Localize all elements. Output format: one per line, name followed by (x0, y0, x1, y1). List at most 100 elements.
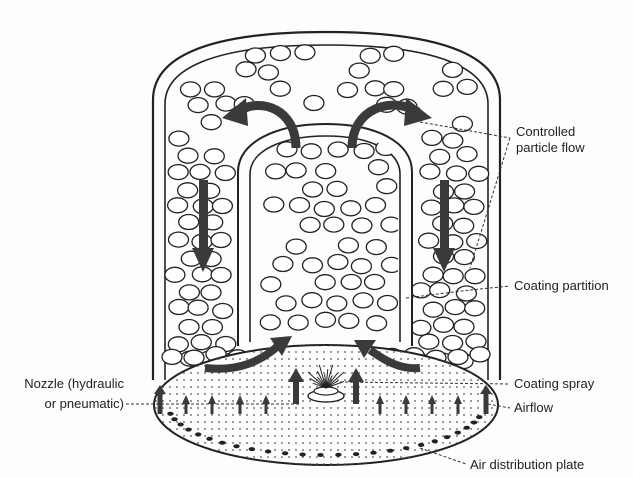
particle (454, 319, 474, 334)
plate-hole (219, 441, 225, 445)
plate-hole (233, 444, 239, 448)
particle (338, 83, 358, 98)
particle (457, 79, 477, 94)
particle (188, 98, 208, 113)
plate-hole (282, 451, 288, 455)
airflow-arrow-shaft (457, 403, 460, 414)
particle (455, 184, 475, 199)
particle (467, 234, 487, 249)
label-nozzle-line1: Nozzle (hydraulic (24, 376, 124, 391)
particle (464, 199, 484, 214)
particle (378, 296, 398, 311)
particle (367, 316, 387, 331)
particle (443, 133, 463, 148)
particle (366, 240, 386, 255)
particle (201, 115, 221, 130)
particle (179, 215, 199, 230)
particle (178, 148, 198, 163)
airflow-arrow-shaft (484, 393, 489, 414)
plate-hole (370, 451, 376, 455)
plate-hole (353, 452, 359, 456)
particle (211, 233, 231, 248)
particle (360, 48, 380, 63)
particle (430, 283, 450, 298)
particle (341, 201, 361, 216)
plate-hole (195, 432, 201, 436)
particle (443, 62, 463, 77)
particle (469, 166, 489, 181)
particle (245, 48, 265, 63)
particle (270, 46, 290, 61)
particle (205, 82, 225, 97)
particle (270, 81, 290, 96)
particle (339, 313, 359, 328)
particle (338, 238, 358, 253)
plate-hole (335, 453, 341, 457)
plate-hole (177, 423, 183, 427)
particle (264, 197, 284, 212)
particle (288, 315, 308, 330)
particle (212, 199, 232, 214)
particle (181, 82, 201, 97)
plate-hole (185, 428, 191, 432)
particle (447, 166, 467, 181)
plate-hole (249, 447, 255, 451)
plate-hole (265, 450, 271, 454)
particle (314, 202, 334, 217)
airflow-arrow-shaft (265, 403, 268, 414)
label-coating-partition: Coating partition (514, 278, 609, 293)
particle (201, 285, 221, 300)
particle (457, 147, 477, 162)
particle (384, 82, 404, 97)
particle (168, 165, 188, 180)
particle (215, 166, 235, 181)
particle (365, 81, 385, 96)
particle (315, 275, 335, 290)
particle (301, 144, 321, 159)
particle (261, 277, 281, 292)
particle (169, 232, 189, 247)
particle (168, 198, 188, 213)
particle (169, 131, 189, 146)
particle (448, 350, 468, 365)
airflow-arrow-shaft (405, 403, 408, 414)
airflow-arrow-shaft (379, 403, 382, 414)
particle (353, 293, 373, 308)
label-nozzle-line2: or pneumatic) (45, 396, 124, 411)
particle (300, 217, 320, 232)
label-coating-spray: Coating spray (514, 376, 595, 391)
particle (276, 296, 296, 311)
particle (191, 335, 211, 350)
particle (351, 259, 371, 274)
particle (316, 312, 336, 327)
particle (260, 315, 280, 330)
plate-hole (444, 435, 450, 439)
particle (470, 347, 490, 362)
particle (327, 296, 347, 311)
airflow-arrow-shaft (239, 403, 242, 414)
particle (433, 81, 453, 96)
particle (423, 302, 443, 317)
label-controlled-flow-line2: particle flow (516, 140, 585, 155)
particle (179, 320, 199, 335)
particle (420, 164, 440, 179)
particle (190, 164, 210, 179)
airflow-arrow-shaft (293, 380, 299, 404)
particle (302, 293, 322, 308)
plate-hole (387, 449, 393, 453)
particle (422, 200, 442, 215)
particle (349, 63, 369, 78)
plate-hole (432, 439, 438, 443)
airflow-arrow-shaft (353, 380, 359, 404)
particle (377, 179, 397, 194)
particle (352, 218, 372, 233)
particle (188, 300, 208, 315)
plate-hole (403, 446, 409, 450)
label-controlled-flow-line1: Controlled (516, 124, 575, 139)
airflow-arrow-shaft (431, 403, 434, 414)
particle (204, 149, 224, 164)
particle (365, 275, 385, 290)
particle (443, 269, 463, 284)
airflow-arrow-shaft (211, 403, 214, 414)
particle (443, 336, 463, 351)
